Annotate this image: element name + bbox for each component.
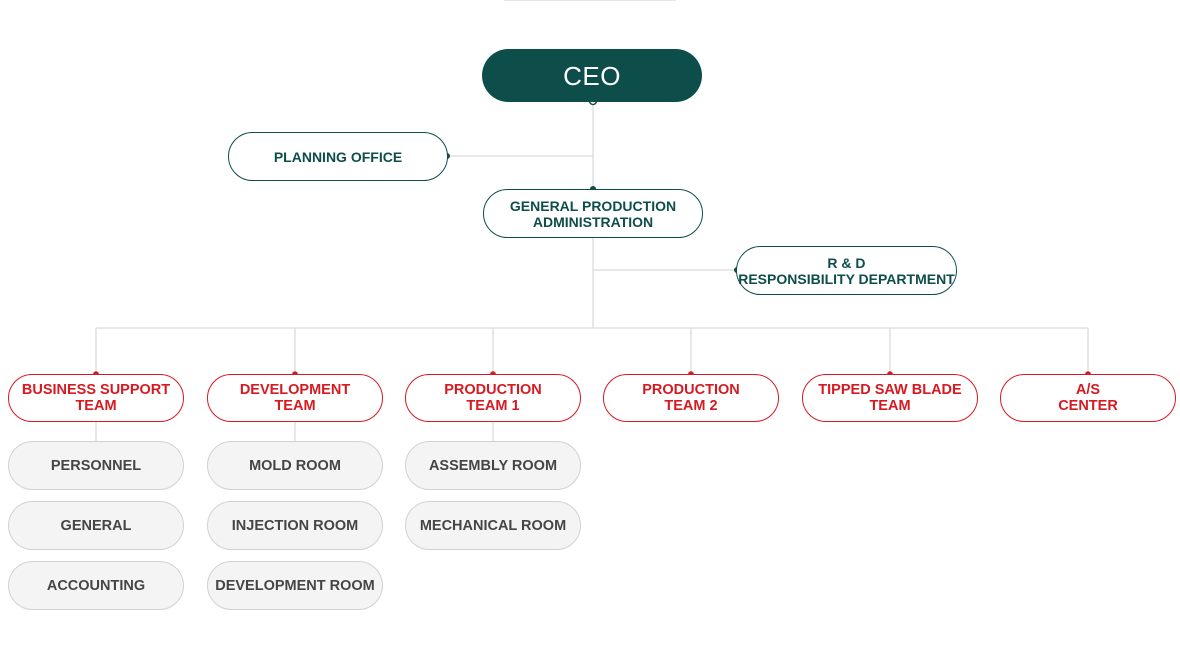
team-tipped-saw-blade: TIPPED SAW BLADE TEAM (802, 374, 978, 422)
sub-dept-general: GENERAL (8, 501, 184, 550)
team-as-center: A/S CENTER (1000, 374, 1176, 422)
sub-dept-mold-room: MOLD ROOM (207, 441, 383, 490)
top-divider (504, 0, 676, 1)
rnd-department-node: R & D RESPONSIBILITY DEPARTMENT (736, 246, 957, 295)
sub-dept-development-room: DEVELOPMENT ROOM (207, 561, 383, 610)
sub-dept-injection-room: INJECTION ROOM (207, 501, 383, 550)
team-production-2: PRODUCTION TEAM 2 (603, 374, 779, 422)
ceo-node: CEO (482, 49, 702, 102)
team-business-support: BUSINESS SUPPORT TEAM (8, 374, 184, 422)
sub-dept-accounting: ACCOUNTING (8, 561, 184, 610)
general-production-node: GENERAL PRODUCTION ADMINISTRATION (483, 189, 703, 238)
sub-dept-mechanical-room: MECHANICAL ROOM (405, 501, 581, 550)
team-development: DEVELOPMENT TEAM (207, 374, 383, 422)
sub-dept-assembly-room: ASSEMBLY ROOM (405, 441, 581, 490)
team-production-1: PRODUCTION TEAM 1 (405, 374, 581, 422)
sub-dept-personnel: PERSONNEL (8, 441, 184, 490)
planning-office-node: PLANNING OFFICE (228, 132, 448, 181)
